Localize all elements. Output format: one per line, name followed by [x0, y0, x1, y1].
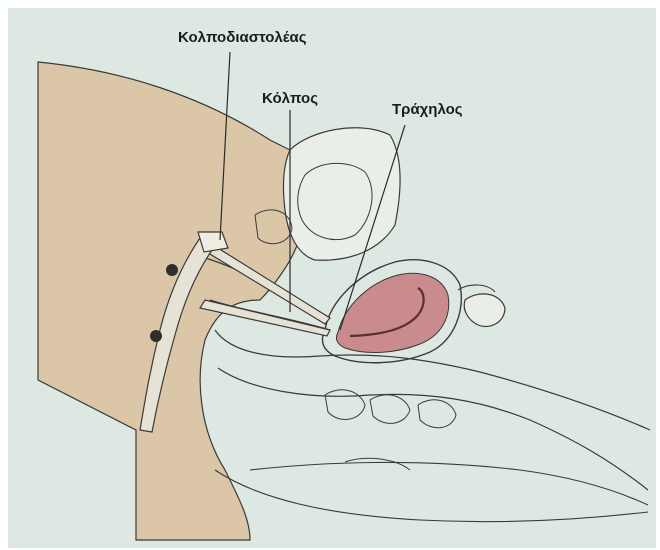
label-cervix: Τράχηλος — [392, 101, 463, 118]
speculum-screw-lower — [150, 330, 162, 342]
label-speculum: Κολποδιαστολέας — [178, 29, 307, 46]
label-vagina: Κόλπος — [262, 90, 318, 107]
speculum-hinge — [198, 232, 228, 252]
speculum-screw-upper — [166, 264, 178, 276]
